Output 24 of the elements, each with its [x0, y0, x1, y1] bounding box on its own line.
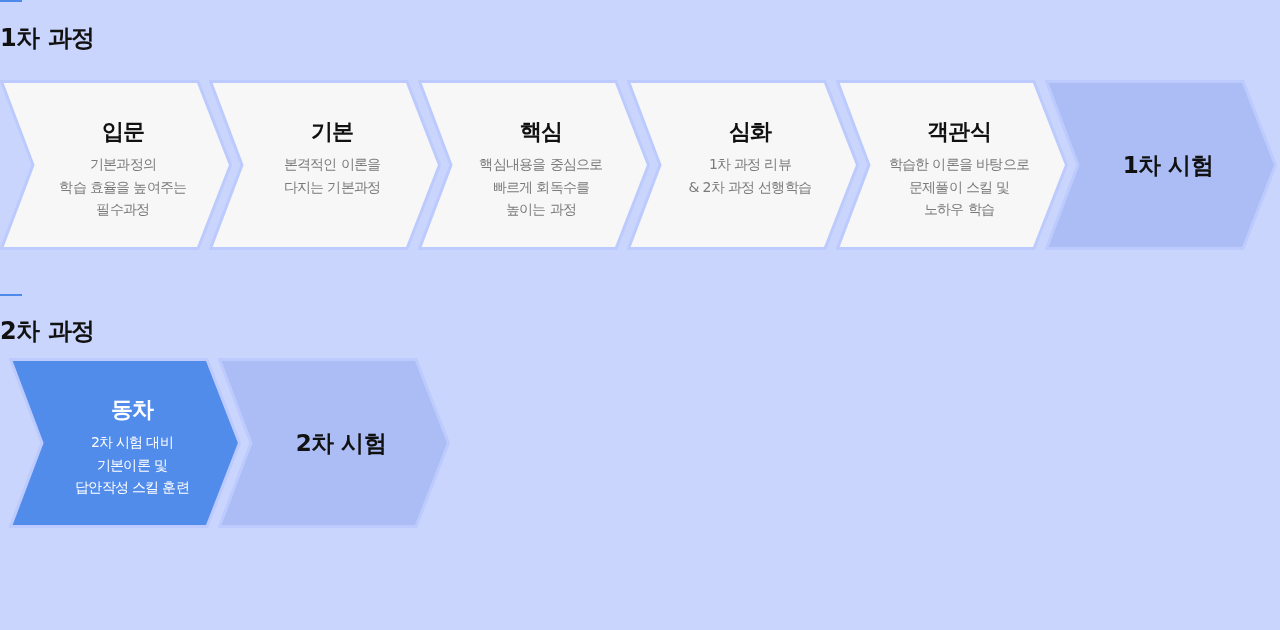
- exam-card: [218, 358, 450, 528]
- step-title: 기본: [310, 118, 354, 146]
- step-card: [9, 358, 241, 528]
- step-description: 학습한 이론을 바탕으로 문제풀이 스킬 및 노하우 학습: [888, 155, 1030, 219]
- step-card: [627, 80, 859, 250]
- step-card: [0, 80, 232, 250]
- step-title: 객관식: [926, 118, 992, 146]
- step-description: 기본과정의 학습 효율을 높여주는 필수과정: [59, 155, 187, 219]
- exam-title: 2차 시험: [295, 429, 387, 457]
- step-description: 1차 과정 리뷰 & 2차 과정 선행학습: [688, 155, 812, 197]
- step-title: 입문: [101, 118, 145, 146]
- step-card: [209, 80, 441, 250]
- step-description: 2차 시험 대비 기본이론 및 답안작성 스킬 훈련: [75, 433, 189, 497]
- section-heading: 2차 과정: [0, 316, 95, 347]
- step-card: [836, 80, 1068, 250]
- step-title: 동차: [110, 396, 154, 424]
- step-card: [418, 80, 650, 250]
- section-heading: 1차 과정: [0, 23, 95, 54]
- step-title: 심화: [728, 118, 772, 146]
- exam-title: 1차 시험: [1122, 151, 1214, 179]
- step-description: 본격적인 이론을 다지는 기본과정: [283, 155, 381, 197]
- step-description: 핵심내용을 중심으로 빠르게 회독수를 높이는 과정: [479, 155, 603, 219]
- exam-card: [1045, 80, 1277, 250]
- step-title: 핵심: [519, 118, 563, 146]
